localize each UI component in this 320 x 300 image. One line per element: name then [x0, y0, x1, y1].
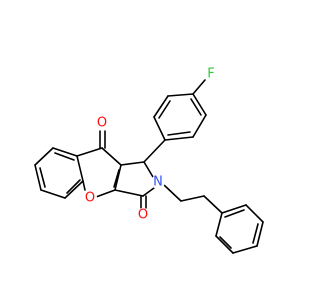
bond: [76, 147, 103, 157]
bond: [52, 147, 78, 157]
carbonyl-oxygen-bottom: O: [136, 208, 150, 223]
nitrogen-atom: N: [151, 175, 165, 190]
bond: [54, 152, 75, 161]
bond: [192, 79, 206, 95]
bond: [143, 139, 166, 163]
bond: [167, 131, 191, 136]
bond: [114, 189, 144, 197]
bond: [82, 180, 86, 191]
ring-oxygen-label: O: [85, 191, 95, 206]
bond: [180, 195, 205, 202]
bond: [215, 212, 223, 237]
bond: [192, 114, 207, 138]
bond: [95, 189, 116, 198]
atom-labels: F O O O N: [83, 67, 218, 223]
bond: [39, 167, 46, 188]
carbonyl-oxygen-bottom-label: O: [138, 208, 148, 223]
bond: [190, 98, 202, 116]
bond: [153, 95, 169, 118]
fluorine-label: F: [207, 67, 214, 82]
bond: [34, 147, 54, 166]
bond: [101, 147, 122, 166]
bond: [76, 155, 84, 182]
bond: [143, 161, 154, 178]
bonds: [34, 79, 264, 254]
bond: [158, 100, 171, 119]
bond: [40, 189, 66, 199]
bond: [219, 236, 232, 249]
bond: [163, 184, 182, 202]
bond: [167, 93, 194, 97]
nitrogen-label: N: [153, 175, 163, 190]
structure-diagram: F O O O N: [34, 67, 264, 254]
bond: [221, 204, 247, 214]
carbonyl-oxygen-top: O: [95, 116, 109, 131]
molecule-canvas: F O O O N: [34, 66, 264, 254]
carbonyl-oxygen-top-label: O: [97, 116, 107, 131]
bond: [64, 180, 84, 199]
bond: [215, 235, 234, 254]
bond: [66, 179, 81, 194]
bond: [114, 164, 122, 191]
bond: [256, 221, 264, 247]
ring-oxygen: O: [83, 191, 97, 206]
bond: [232, 245, 258, 254]
bond: [120, 161, 145, 166]
bond: [203, 195, 223, 214]
bond: [245, 204, 264, 223]
bond: [164, 136, 194, 141]
fluorine-atom: F: [204, 67, 218, 82]
bond: [113, 169, 120, 188]
bond: [252, 223, 259, 244]
bond: [142, 187, 155, 197]
bond: [192, 93, 207, 116]
bond: [224, 209, 245, 218]
bond: [153, 116, 166, 141]
bond: [34, 164, 42, 191]
